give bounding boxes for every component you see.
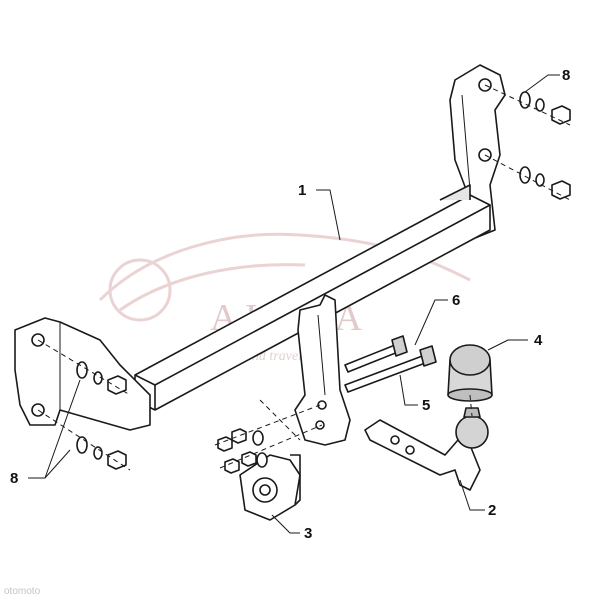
bolt-6 [344,335,408,373]
socket-plate [239,454,301,521]
tow-ball-neck [364,419,481,491]
cross-beam [134,184,491,411]
callout-8-left: 8 [10,470,18,487]
hardware-set-right-bottom [519,166,571,200]
callout-5: 5 [422,397,430,414]
hardware-set-right-top [519,91,571,125]
callout-6: 6 [452,292,460,309]
hardware-set-left-bottom [76,436,127,470]
callout-2: 2 [488,502,496,519]
corner-watermark: otomoto [4,586,41,597]
callout-leaders [28,74,560,534]
assembly-guide-lines [37,84,571,471]
ball-cover [447,344,493,402]
bolt-5 [344,345,437,393]
hardware-set-middle [217,428,268,474]
callout-1: 1 [298,182,306,199]
right-mounting-bracket [449,64,506,241]
tow-ball [455,407,489,449]
callout-4: 4 [534,332,543,349]
callout-8-right: 8 [562,67,570,84]
callout-3: 3 [304,525,312,542]
neck-bracket [294,294,351,446]
